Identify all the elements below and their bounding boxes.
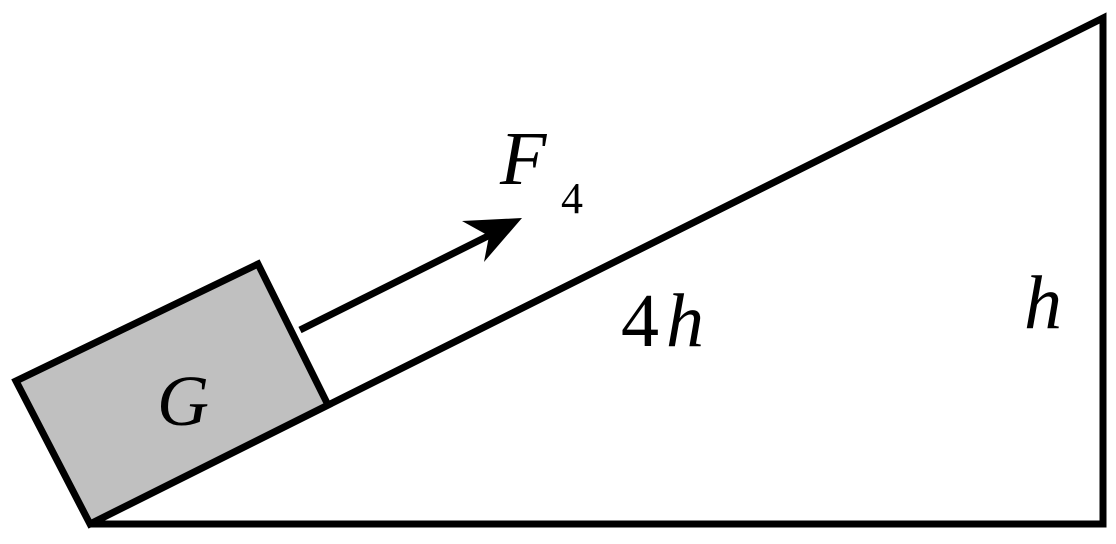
force-arrow-shaft (298, 229, 496, 334)
height-label: h (1024, 261, 1062, 345)
block-label: G (157, 361, 209, 441)
slope-length-coefficient: 4 (621, 279, 659, 363)
incline-triangle (88, 12, 1107, 528)
force-label-subscript: 4 (561, 174, 583, 223)
block-g (11, 259, 333, 529)
slope-length-variable: h (666, 279, 704, 363)
force-arrow-head (462, 218, 522, 262)
force-label-main: F (499, 117, 548, 201)
